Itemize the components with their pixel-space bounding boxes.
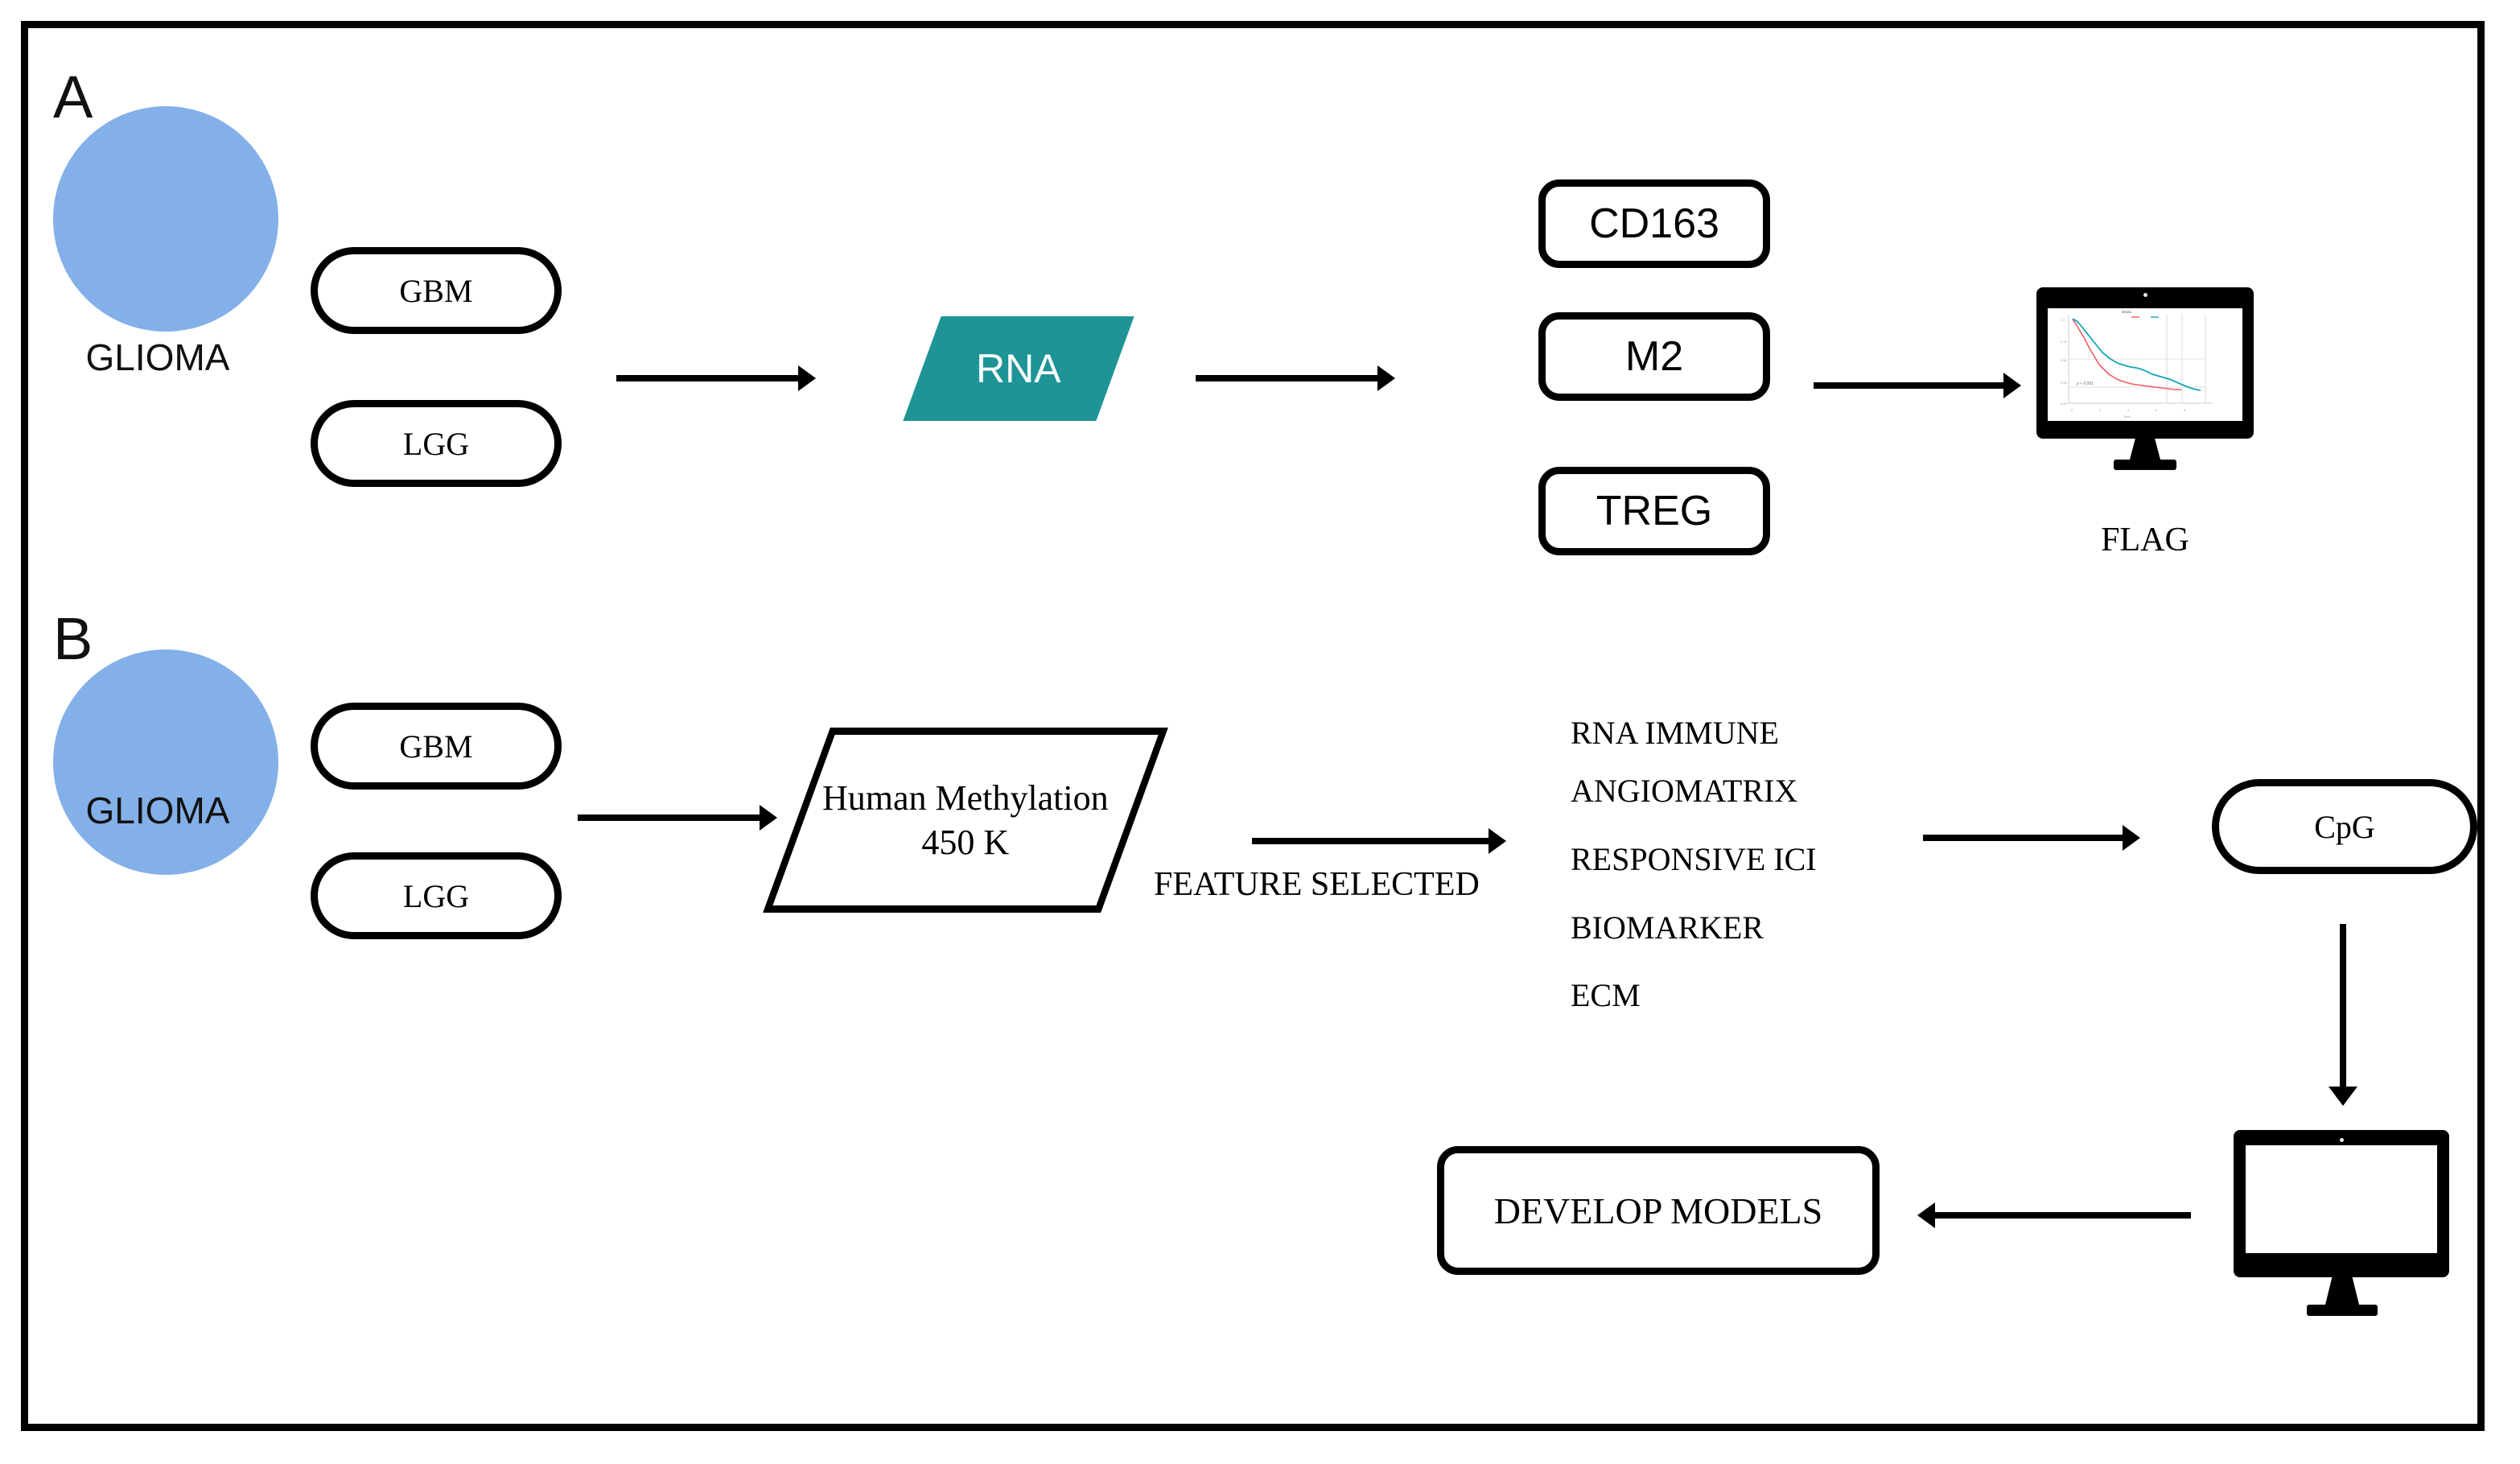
panel-b-arrow-source-to-assay [578,805,777,831]
panel-b-glioma-label: GLIOMA [85,790,230,831]
panel-a-marker-m2[interactable]: M2 [1538,312,1770,401]
panel-b-methylation-parallelogram: Human Methylation 450 K [763,728,1168,913]
panel-b-arrow-features-to-cpg [1923,825,2140,851]
panel-b-feature-item-0: RNA IMMUNE [1571,715,1779,751]
svg-text:2: 2 [2099,408,2102,412]
panel-a-marker-treg-label: TREG [1596,488,1713,534]
panel-b-pill-gbm[interactable]: GBM [311,703,562,790]
svg-text:0.50: 0.50 [2061,358,2068,362]
panel-b-feature-item-4: ECM [1571,977,1641,1013]
survival-curve-svg: p < 0.001 1.0 0.75 0.50 0.25 0.00 0 2 4 … [2048,308,2242,421]
panel-a-pill-gbm-label: GBM [399,272,473,309]
monitor-base [2114,460,2176,470]
kaplan-meier-chart: p < 0.001 1.0 0.75 0.50 0.25 0.00 0 2 4 … [2048,308,2242,421]
panel-a-letter: A [53,64,93,130]
panel-a-arrow-rna-to-markers [1196,365,1395,391]
panel-b-develop-models-box[interactable]: DEVELOP MODELS [1437,1146,1880,1275]
monitor-b-screen [2246,1145,2437,1253]
panel-a-pill-lgg-label: LGG [402,425,470,462]
panel-b-monitor-blank [2226,1130,2459,1328]
panel-a-pill-lgg[interactable]: LGG [311,400,562,487]
svg-text:8: 8 [2184,408,2186,412]
panel-b-pill-lgg-label: LGG [402,877,470,914]
panel-a-marker-cd163[interactable]: CD163 [1538,179,1770,268]
panel-a-rna-label: RNA [976,346,1061,391]
panel-b-arrow-compute-to-models [1917,1202,2191,1228]
panel-b-feature-item-1: ANGIOMATRIX [1571,773,1798,809]
panel-a-glioma-label: GLIOMA [85,336,230,378]
panel-b-glioma-circle [53,650,278,875]
figure-frame: A GLIOMA GBM LGG RNA CD163 M2 TREG [21,21,2485,1431]
svg-text:0.75: 0.75 [2061,340,2068,344]
panel-b-methylation-line1: Human Methylation [822,778,1109,818]
svg-text:0.25: 0.25 [2061,381,2068,385]
panel-a-marker-m2-label: M2 [1624,333,1684,380]
svg-text:Time: Time [2123,414,2131,419]
panel-b-methylation-line2: 450 K [921,823,1010,862]
panel-a-glioma-circle [53,106,278,332]
panel-a-rna-parallelogram: RNA [903,316,1134,421]
panel-b-feature-item-3: BIOMARKER [1571,909,1764,946]
svg-text:1.0: 1.0 [2061,318,2065,322]
panel-a-output-caption: FLAG [2101,522,2189,559]
panel-b-develop-models-label: DEVELOP MODELS [1493,1190,1823,1231]
panel-b-arrow-cpg-to-compute [2329,924,2357,1106]
svg-text:Strata: Strata [2122,310,2132,314]
panel-a-arrow-markers-to-output [1814,373,2021,398]
svg-text:p < 0.001: p < 0.001 [2077,381,2094,386]
panel-b-feature-selected-label: FEATURE SELECTED [1154,866,1480,903]
monitor-b-camera-dot [2340,1138,2344,1142]
svg-text:6: 6 [2156,408,2158,412]
monitor-neck [2130,439,2160,460]
panel-b-letter: B [53,605,93,672]
panel-a-marker-cd163-label: CD163 [1589,200,1719,247]
panel-b-methylation-label: Human Methylation 450 K [822,776,1109,864]
panel-b-pill-cpg-label: CpG [2314,808,2375,845]
panel-a-arrow-source-to-rna [616,365,816,391]
panel-b-feature-item-2: RESPONSIVE ICI [1571,841,1817,877]
panel-a-monitor-kaplan-meier: p < 0.001 1.0 0.75 0.50 0.25 0.00 0 2 4 … [2036,287,2270,472]
svg-text:0: 0 [2071,408,2073,412]
panel-b-pill-lgg[interactable]: LGG [311,852,562,939]
monitor-b-base [2307,1305,2378,1316]
monitor-camera-dot [2143,293,2147,297]
svg-text:0.00: 0.00 [2061,402,2068,406]
panel-b-pill-gbm-label: GBM [399,728,473,765]
svg-text:4: 4 [2127,408,2130,412]
panel-a-marker-treg[interactable]: TREG [1538,467,1770,555]
monitor-b-neck [2325,1277,2359,1305]
panel-b-pill-cpg[interactable]: CpG [2212,779,2477,874]
panel-b-arrow-feature-selected [1252,828,1506,854]
panel-a-pill-gbm[interactable]: GBM [311,247,562,334]
